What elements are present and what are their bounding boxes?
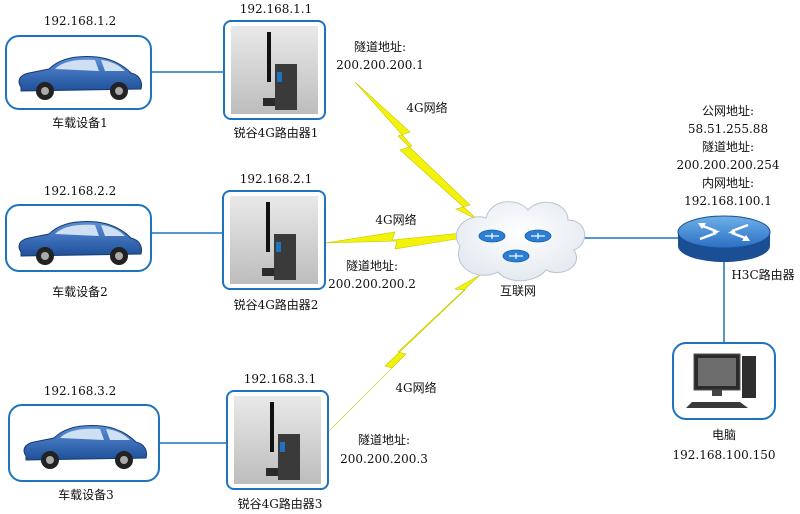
tunnel-ip: 200.200.200.1: [336, 58, 424, 72]
internet-cloud-icon: [455, 201, 585, 282]
tunnel-label: 隧道地址:: [357, 433, 411, 447]
public-ip: 58.51.255.88: [687, 122, 769, 136]
lightning-bolt-3: [329, 274, 481, 431]
pc-name: 电脑: [711, 428, 736, 442]
device-ip: 192.168.3.2: [43, 384, 117, 398]
device-ip: 192.168.1.2: [43, 14, 117, 28]
router-box-3: [226, 390, 329, 490]
car-icon: [23, 425, 147, 469]
tunnel-label: 隧道地址:: [353, 40, 407, 54]
h3c-router-icon: [677, 215, 771, 262]
h3c-router-name: H3C路由器: [731, 268, 795, 282]
router-box-1: [223, 20, 326, 120]
links: [150, 71, 725, 444]
4g-router-icon: [231, 26, 318, 114]
device-ip: 192.168.2.2: [43, 184, 117, 198]
router-name: 锐谷4G路由器2: [233, 298, 319, 312]
tunnel-label: 隧道地址:: [345, 259, 399, 273]
car-icon: [18, 56, 142, 100]
4g-links: [324, 81, 481, 431]
device-box-2: [5, 204, 152, 272]
device-name: 车载设备3: [58, 488, 114, 502]
car-icon: [18, 221, 142, 265]
tunnel-ip: 200.200.200.254: [676, 158, 780, 172]
router-ip: 192.168.1.1: [239, 2, 313, 16]
4g-router-icon: [230, 196, 318, 284]
lan-label: 内网地址:: [701, 176, 755, 190]
network-label: 4G网络: [406, 101, 448, 115]
pc-ip: 192.168.100.150: [672, 448, 776, 462]
device-name: 车载设备2: [52, 285, 108, 299]
computer-icon: [686, 353, 756, 408]
network-label: 4G网络: [395, 381, 437, 395]
public-label: 公网地址:: [701, 104, 755, 118]
router-ip: 192.168.2.1: [239, 172, 313, 186]
device-box-3: [8, 404, 160, 482]
tunnel-label: 隧道地址:: [701, 140, 755, 154]
lan-ip: 192.168.100.1: [684, 194, 772, 208]
device-box-1: [5, 35, 152, 110]
tunnel-ip: 200.200.200.3: [340, 452, 428, 466]
internet-label: 互联网: [499, 284, 536, 298]
lightning-bolt-2: [324, 231, 476, 250]
tunnel-ip: 200.200.200.2: [328, 277, 416, 291]
router-name: 锐谷4G路由器3: [237, 497, 323, 511]
router-ip: 192.168.3.1: [243, 372, 317, 386]
router-box-2: [222, 190, 326, 290]
4g-router-icon: [234, 396, 321, 484]
device-name: 车载设备1: [52, 116, 108, 130]
router-name: 锐谷4G路由器1: [233, 126, 319, 140]
lightning-bolt-1: [354, 81, 479, 221]
pc-box: [672, 342, 776, 420]
network-label: 4G网络: [375, 213, 417, 227]
